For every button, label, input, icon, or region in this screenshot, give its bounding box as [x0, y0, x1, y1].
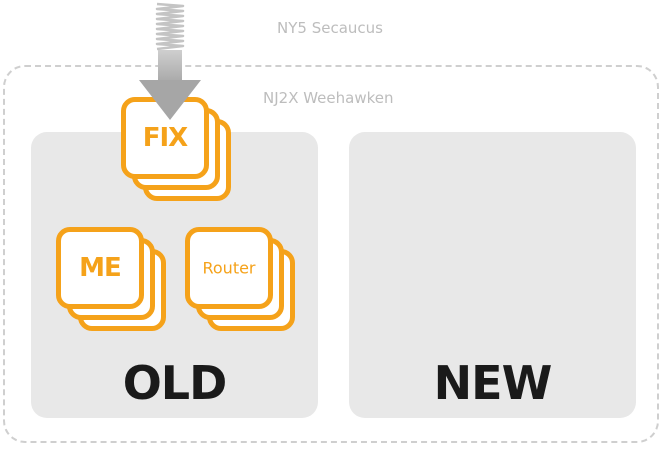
fix-label: FIX	[142, 123, 188, 153]
me-label: ME	[79, 253, 122, 283]
router-card-front: Router	[185, 227, 273, 309]
spring-coil	[155, 2, 185, 51]
region-label-nj2x: NJ2X Weehawken	[263, 89, 394, 107]
arrow-shaft	[158, 50, 182, 82]
panel-title-new: NEW	[433, 356, 553, 410]
router-label: Router	[202, 258, 256, 278]
region-nj2x-boundary	[3, 65, 659, 443]
panel-title-old: OLD	[122, 356, 228, 410]
panel-new: NEW	[349, 132, 636, 418]
fix-card-front: FIX	[121, 97, 209, 179]
spring-arrow-icon	[139, 2, 201, 120]
region-label-ny5: NY5 Secaucus	[277, 19, 383, 37]
arrow-head	[139, 80, 201, 120]
me-card-front: ME	[56, 227, 144, 309]
